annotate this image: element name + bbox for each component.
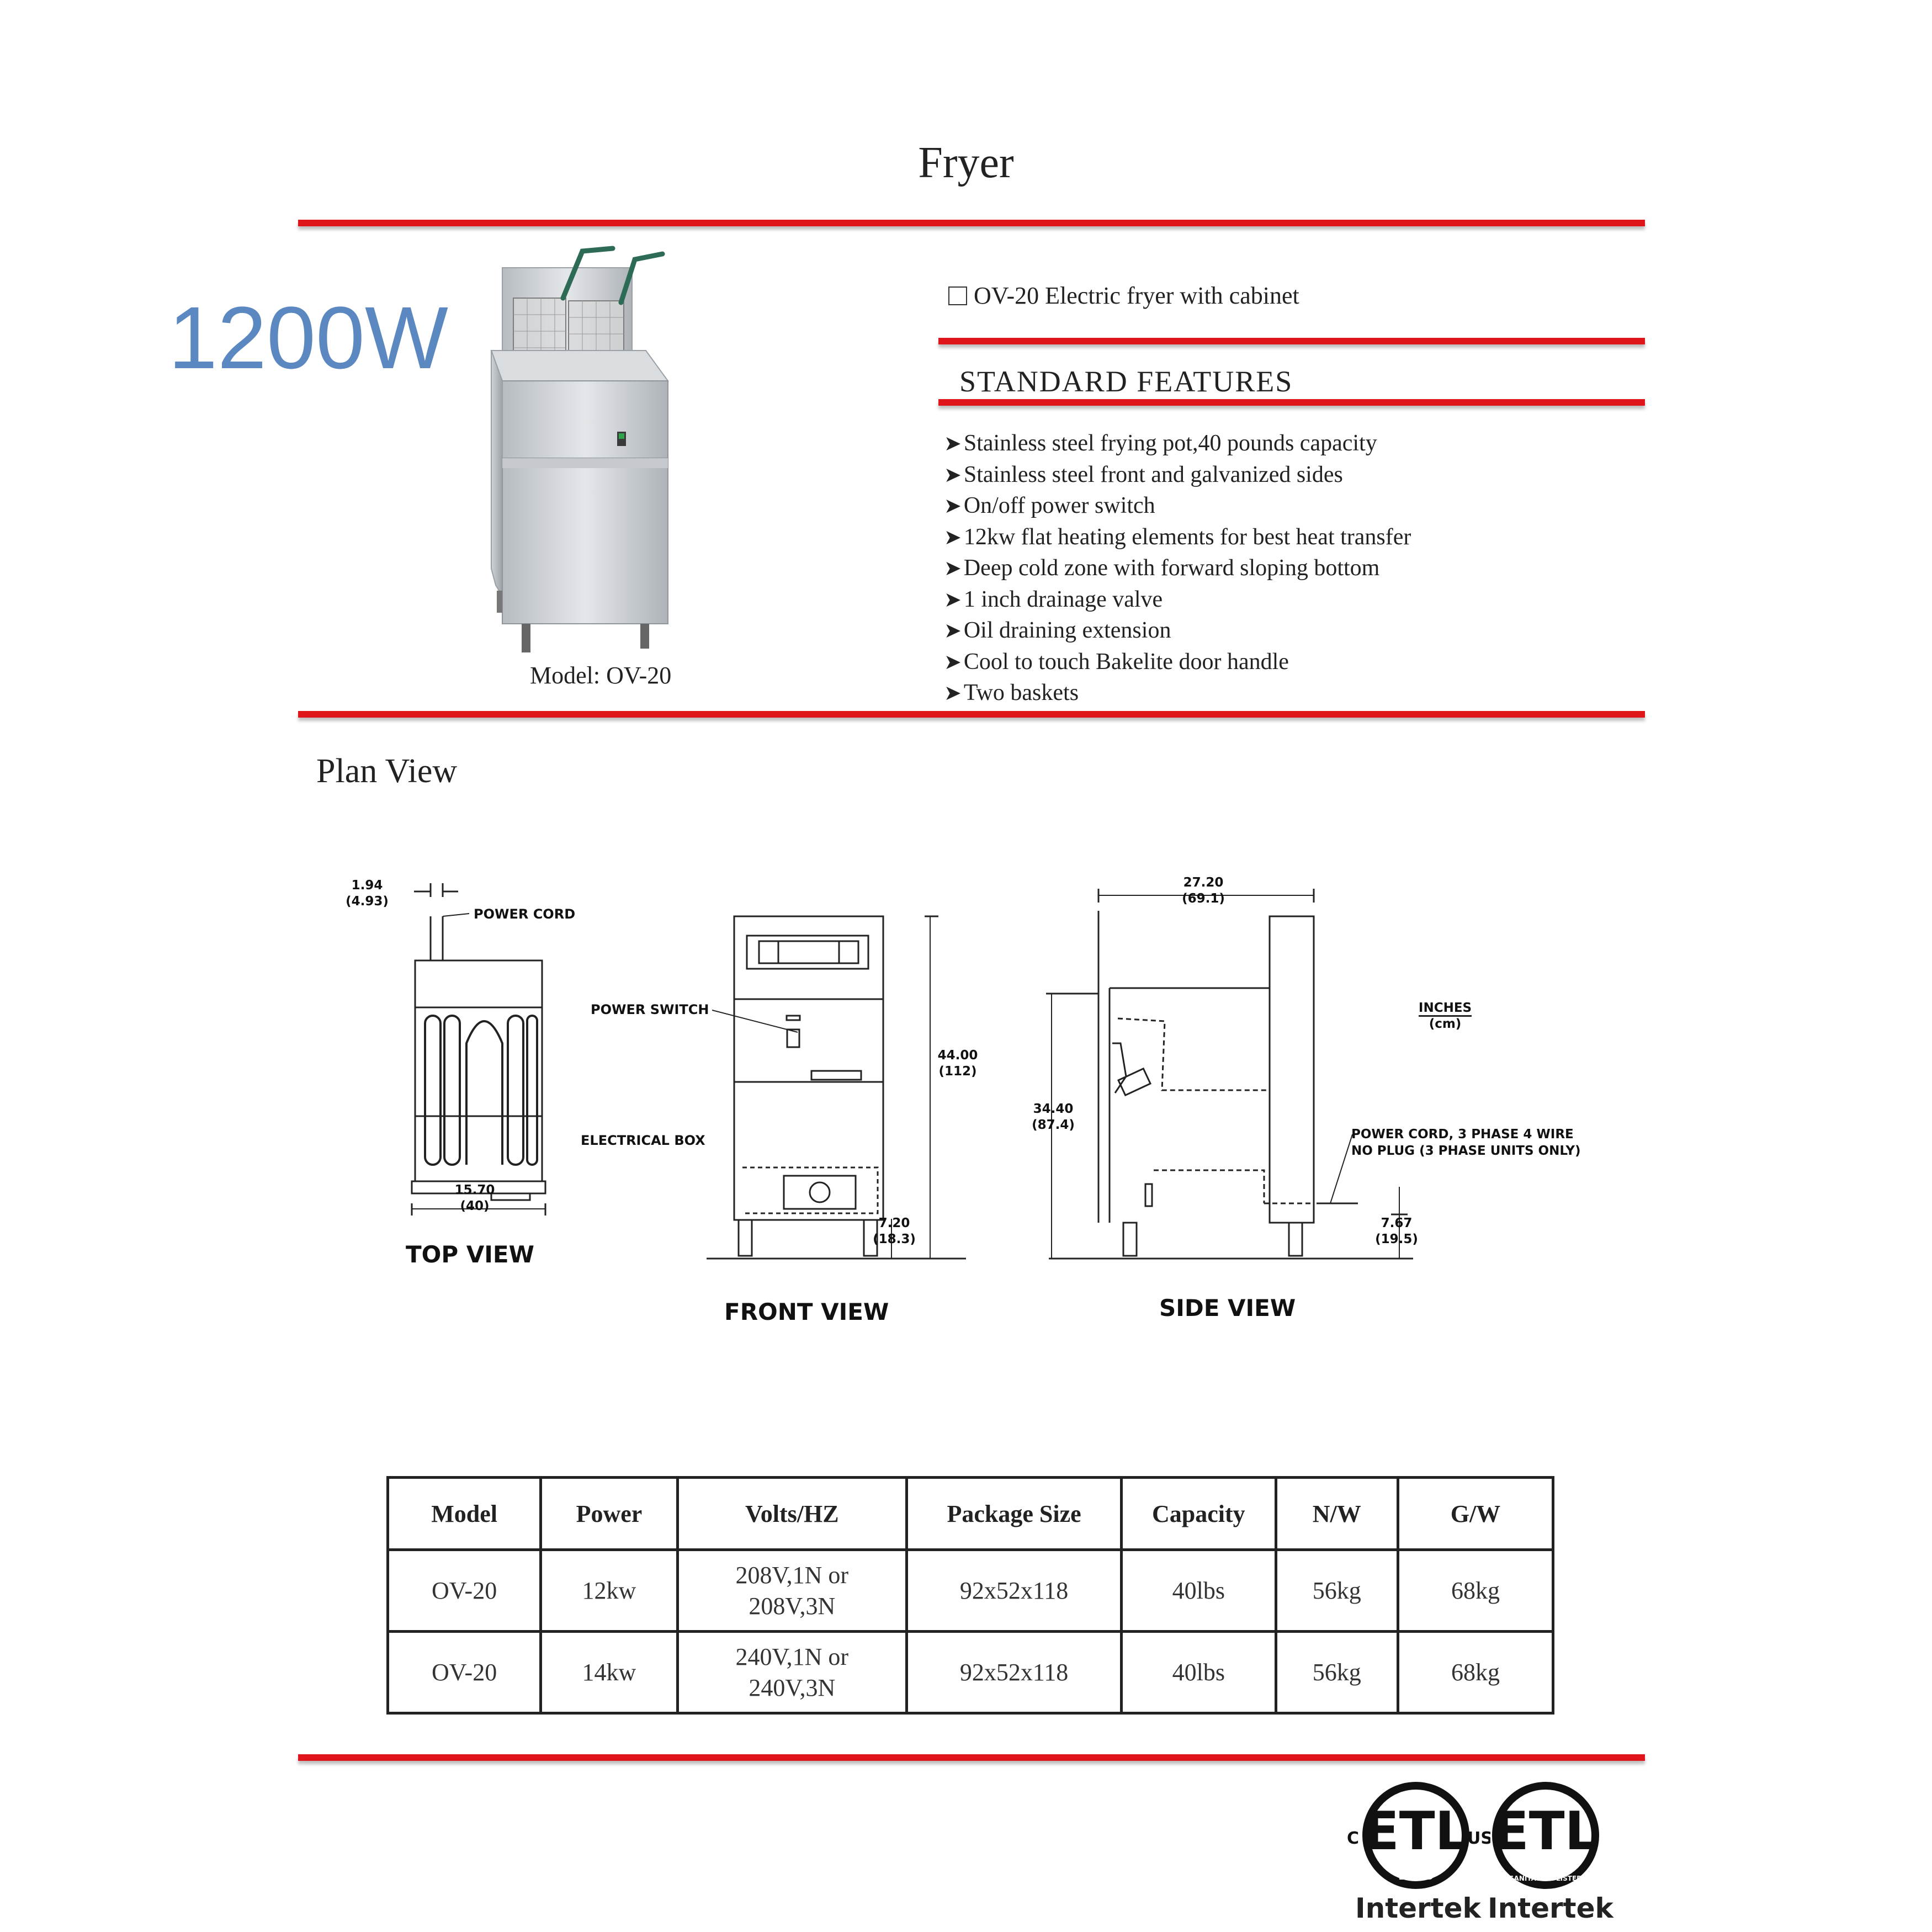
- model-caption: Model: OV-20: [530, 662, 672, 689]
- product-option: OV-20 Electric fryer with cabinet: [948, 282, 1299, 310]
- dim-value: 34.40: [1033, 1102, 1074, 1116]
- table-cell: 68kg: [1396, 1548, 1555, 1633]
- dim-value: (112): [938, 1064, 977, 1079]
- table-cell: 56kg: [1274, 1548, 1399, 1633]
- top-cord-dim: 1.94 (4.93): [342, 878, 392, 910]
- list-item: On/off power switch: [944, 490, 1411, 522]
- etl-sanitation-logo: ETL SANITATION LISTED: [1492, 1782, 1599, 1889]
- table-header-row: Model Power Volts/HZ Package Size Capaci…: [386, 1476, 1555, 1551]
- divider-features: [938, 399, 1645, 406]
- table-cell: 240V,1N or 240V,3N: [676, 1630, 909, 1715]
- dim-value: (18.3): [873, 1232, 916, 1246]
- list-item: Stainless steel front and galvanized sid…: [944, 459, 1411, 491]
- dim-value: 15.70: [454, 1183, 495, 1197]
- top-view-drawing: [411, 883, 546, 1216]
- list-item: Cool to touch Bakelite door handle: [944, 646, 1411, 678]
- front-view-drawing: [707, 915, 966, 1260]
- divider-top: [298, 220, 1645, 226]
- features-list: Stainless steel frying pot,40 pounds cap…: [944, 428, 1411, 709]
- dim-value: (4.93): [346, 894, 389, 909]
- top-width-dim: 15.70 (40): [447, 1182, 502, 1214]
- dim-value: 7.20: [878, 1216, 910, 1230]
- table-cell: 12kw: [539, 1548, 679, 1633]
- table-cell: 68kg: [1396, 1630, 1555, 1715]
- svg-text:C: C: [1347, 1829, 1359, 1848]
- note-line: NO PLUG (3 PHASE UNITS ONLY): [1351, 1144, 1581, 1158]
- dim-value: 1.94: [351, 878, 383, 893]
- dim-value: (40): [460, 1199, 490, 1213]
- svg-text:SANITATION LISTED: SANITATION LISTED: [1509, 1875, 1582, 1882]
- list-item: Stainless steel frying pot,40 pounds cap…: [944, 428, 1411, 459]
- dim-value: (69.1): [1182, 891, 1225, 906]
- units-legend: INCHES (cm): [1406, 1000, 1484, 1032]
- fryer-product-image: [490, 246, 669, 652]
- side-view-drawing: [1046, 889, 1413, 1260]
- divider-option: [938, 338, 1645, 344]
- table-cell: OV-20: [386, 1548, 543, 1633]
- checkbox[interactable]: [948, 286, 967, 305]
- list-item: Two baskets: [944, 677, 1411, 709]
- column-header: Package Size: [905, 1476, 1123, 1551]
- front-height-dim: 44.00 (112): [930, 1048, 985, 1080]
- table-cell: 92x52x118: [905, 1548, 1123, 1633]
- divider-middle: [298, 711, 1645, 718]
- power-switch-label: POWER SWITCH: [591, 1002, 709, 1017]
- electrical-box-label: ELECTRICAL BOX: [581, 1133, 705, 1148]
- column-header: Power: [539, 1476, 679, 1551]
- power-badge: 1200W: [168, 288, 448, 387]
- table-cell: 92x52x118: [905, 1630, 1123, 1715]
- power-switch-leader: [712, 1010, 798, 1033]
- power-cord-note: POWER CORD, 3 PHASE 4 WIRE NO PLUG (3 PH…: [1351, 1126, 1581, 1159]
- table-cell: 56kg: [1274, 1630, 1399, 1715]
- product-option-label: OV-20 Electric fryer with cabinet: [974, 282, 1299, 309]
- svg-text:ETL: ETL: [1493, 1801, 1598, 1862]
- dim-value: 27.20: [1183, 875, 1224, 890]
- side-view-title: SIDE VIEW: [1159, 1294, 1296, 1321]
- table-cell: OV-20: [386, 1630, 543, 1715]
- dim-value: 7.67: [1381, 1216, 1413, 1230]
- intertek-brand: Intertek: [1355, 1892, 1481, 1924]
- table-cell: 14kw: [539, 1630, 679, 1715]
- units-label: INCHES: [1418, 1001, 1472, 1017]
- plan-view-heading: Plan View: [316, 752, 458, 790]
- column-header: Volts/HZ: [676, 1476, 909, 1551]
- column-header: Capacity: [1120, 1476, 1277, 1551]
- table-cell: 40lbs: [1120, 1630, 1277, 1715]
- table-cell: 208V,1N or 208V,3N: [676, 1548, 909, 1633]
- divider-bottom: [298, 1754, 1645, 1761]
- note-line: POWER CORD, 3 PHASE 4 WIRE: [1351, 1127, 1574, 1142]
- column-header: G/W: [1396, 1476, 1555, 1551]
- table-cell: 40lbs: [1120, 1548, 1277, 1633]
- units-label: (cm): [1429, 1017, 1462, 1031]
- column-header: Model: [386, 1476, 543, 1551]
- dim-value: 44.00: [937, 1048, 978, 1063]
- etl-listed-logo: ETL LISTED C US: [1347, 1782, 1490, 1889]
- dim-value: (87.4): [1032, 1118, 1075, 1132]
- column-header: N/W: [1274, 1476, 1399, 1551]
- table-row: OV-20 14kw 240V,1N or 240V,3N 92x52x118 …: [386, 1630, 1555, 1715]
- side-depth-dim: 27.20 (69.1): [1176, 875, 1231, 907]
- svg-text:US: US: [1467, 1829, 1490, 1848]
- front-view-title: FRONT VIEW: [724, 1298, 889, 1325]
- side-height-dim: 34.40 (87.4): [1026, 1101, 1081, 1133]
- svg-text:LISTED: LISTED: [1399, 1871, 1434, 1882]
- intertek-brand: Intertek: [1488, 1892, 1613, 1924]
- side-leg-dim: 7.67 (19.5): [1369, 1216, 1424, 1248]
- table-row: OV-20 12kw 208V,1N or 208V,3N 92x52x118 …: [386, 1548, 1555, 1633]
- list-item: 12kw flat heating elements for best heat…: [944, 522, 1411, 553]
- page-title: Fryer: [918, 139, 1014, 187]
- list-item: Deep cold zone with forward sloping bott…: [944, 553, 1411, 584]
- list-item: Oil draining extension: [944, 615, 1411, 646]
- list-item: 1 inch drainage valve: [944, 584, 1411, 615]
- dim-value: (19.5): [1375, 1232, 1418, 1246]
- svg-text:ETL: ETL: [1363, 1801, 1468, 1862]
- power-cord-label: POWER CORD: [474, 906, 576, 922]
- top-view-title: TOP VIEW: [406, 1241, 534, 1268]
- front-leg-dim: 7.20 (18.3): [867, 1216, 922, 1248]
- spec-table: Model Power Volts/HZ Package Size Capaci…: [386, 1476, 1555, 1715]
- features-heading: STANDARD FEATURES: [959, 365, 1293, 398]
